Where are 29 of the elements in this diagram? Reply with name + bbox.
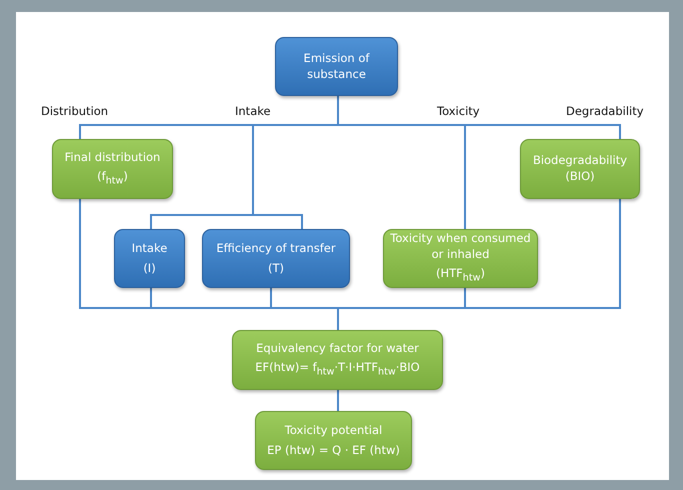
connector-line bbox=[337, 96, 621, 139]
connector-line bbox=[337, 390, 339, 411]
box-text: (I) bbox=[143, 260, 156, 276]
process-box bbox=[232, 330, 443, 390]
box-text: Toxicity potential bbox=[284, 422, 382, 438]
box-text: (T) bbox=[268, 260, 284, 276]
box-text: EF(htw)= f$_{htw}$·T·I·HTF$_{htw}$·BIO bbox=[255, 360, 420, 380]
box-text: Intake bbox=[132, 240, 168, 256]
box-text: (f$_{htw}$) bbox=[97, 169, 128, 188]
process-box bbox=[255, 411, 412, 470]
box-text: Equivalency factor for water bbox=[256, 340, 419, 356]
process-box bbox=[275, 37, 398, 96]
process-box bbox=[520, 139, 640, 199]
process-box bbox=[52, 139, 173, 199]
process-box bbox=[114, 229, 185, 288]
box-text: (HTF$_{htw}$) bbox=[436, 266, 485, 286]
box-text: Emission of substance bbox=[302, 50, 371, 82]
process-box bbox=[383, 229, 538, 288]
branch-label: Intake bbox=[235, 104, 271, 118]
box-text: Efficiency of transfer bbox=[216, 240, 336, 256]
box-text: Final distribution bbox=[64, 150, 160, 166]
box-text: Biodegradability (BIO) bbox=[532, 153, 628, 185]
branch-label: Degradability bbox=[566, 104, 644, 118]
branch-label: Toxicity bbox=[437, 104, 480, 118]
box-text: Toxicity when consumed or inhaled bbox=[389, 231, 532, 262]
branch-label: Distribution bbox=[41, 104, 108, 118]
box-text: EP (htw) = Q · EF (htw) bbox=[267, 442, 400, 458]
connector-line bbox=[337, 199, 621, 330]
process-box bbox=[202, 229, 350, 288]
